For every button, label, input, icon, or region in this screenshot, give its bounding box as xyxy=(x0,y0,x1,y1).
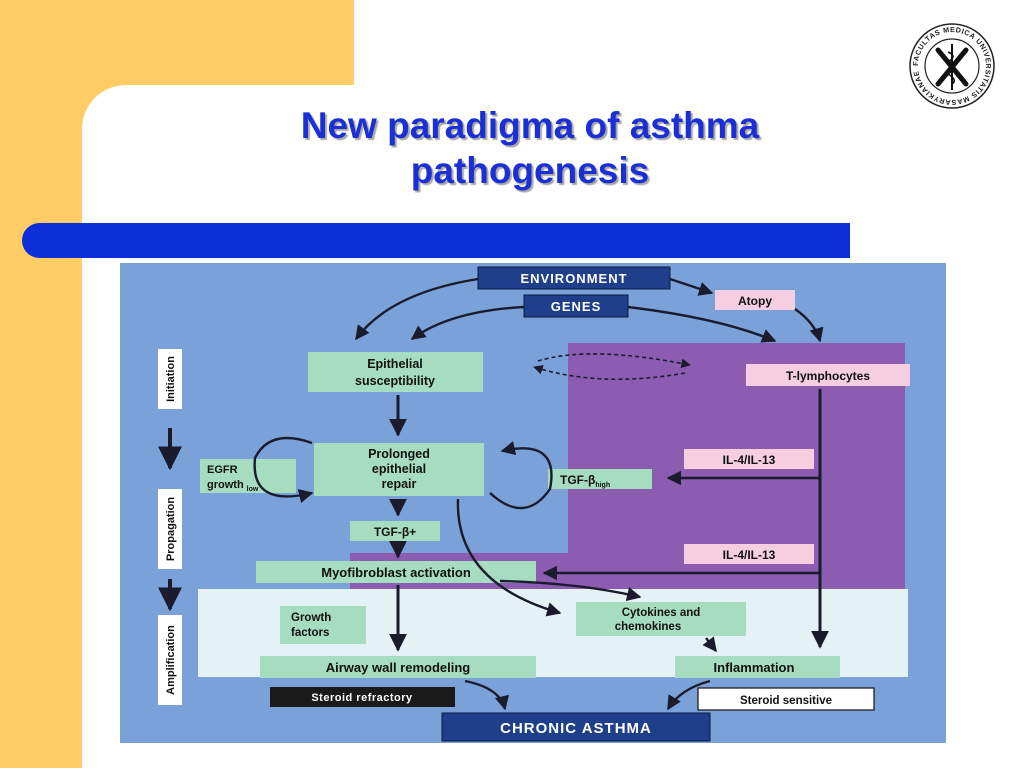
steroid-sensitive-box xyxy=(697,687,875,711)
environment-label: ENVIRONMENT xyxy=(520,271,627,286)
atopy-box xyxy=(715,290,795,310)
egfr-line-1: EGFR xyxy=(207,464,238,476)
myofibroblast-box xyxy=(256,561,536,583)
title-line-2: pathogenesis xyxy=(410,150,650,191)
chronic-asthma-box xyxy=(441,712,711,742)
stage-amplification-label: Amplification xyxy=(165,625,177,695)
genes-label: GENES xyxy=(551,299,602,314)
steroid-refractory-label: Steroid refractory xyxy=(311,692,413,704)
genes-box xyxy=(523,294,629,318)
pathogenesis-diagram: Initiation Propagation Amplification ENV… xyxy=(120,263,946,743)
tgf-high-box xyxy=(548,469,652,489)
myofibroblast-label: Myofibroblast activation xyxy=(321,565,471,580)
stage-propagation-label: Propagation xyxy=(165,497,177,561)
dashed-cycle-bottom xyxy=(533,365,686,381)
egfr-low-subscript: low xyxy=(247,486,259,493)
loop-egfr xyxy=(253,436,314,504)
atopy-label: Atopy xyxy=(738,294,772,308)
stage-initiation-label: Initiation xyxy=(165,356,177,402)
arrow-myofibroblast-to-cytokines xyxy=(499,579,642,602)
environment-box xyxy=(477,266,671,290)
arrow-prolonged-to-cytokines xyxy=(456,498,562,617)
prolonged-line-3: repair xyxy=(382,477,417,491)
steroid-refractory-box xyxy=(270,687,455,707)
title-underline-bar xyxy=(22,223,850,258)
tgf-high-text: TGF-β xyxy=(560,473,595,487)
growth-factors-box xyxy=(280,606,366,644)
arrow-genes-to-tlymph xyxy=(627,305,777,343)
egfr-growth: growth xyxy=(207,479,244,491)
arrow-atopy-to-tlymph xyxy=(794,308,824,343)
il-lower-box xyxy=(684,544,814,564)
arrow-genes-to-epithelial xyxy=(410,305,525,340)
tgf-plus-box xyxy=(350,521,440,541)
arrow-env-to-atopy xyxy=(669,277,714,296)
t-lymphocytes-label: T-lymphocytes xyxy=(786,369,870,383)
prolonged-line-2: epithelial xyxy=(372,462,426,476)
il-lower-label: IL-4/IL-13 xyxy=(723,548,776,562)
il-upper-box xyxy=(684,449,814,469)
cytokines-box xyxy=(576,602,746,636)
stage-amplification-box xyxy=(158,615,182,705)
arrow-cytokines-to-inflammation xyxy=(702,636,717,653)
growth-line-1: Growth xyxy=(291,612,331,624)
tgf-plus-label: TGF-β+ xyxy=(374,525,416,539)
cytokines-line-2: chemokines xyxy=(615,621,681,633)
steroid-sensitive-label: Steroid sensitive xyxy=(740,695,832,707)
remodeling-box xyxy=(260,656,536,678)
il-upper-label: IL-4/IL-13 xyxy=(723,453,776,467)
tgf-high-subscript: high xyxy=(595,482,610,489)
university-seal-logo: FACULTAS MEDICA UNIVERSITATIS MASARYKIAN… xyxy=(905,15,996,110)
slide-title: New paradigma of asthma pathogenesis xyxy=(220,103,840,193)
prolonged-repair-box xyxy=(314,443,484,496)
epithelial-line-1: Epithelial xyxy=(367,357,423,371)
tgf-high-label: TGF-βhigh xyxy=(560,473,610,489)
chronic-asthma-label: CHRONIC ASTHMA xyxy=(500,720,652,737)
inflammation-box xyxy=(675,656,840,678)
t-lymphocytes-box xyxy=(746,364,910,386)
stage-initiation-box xyxy=(158,349,182,409)
epithelial-line-2: susceptibility xyxy=(355,374,435,388)
arrow-inflammation-to-chronic xyxy=(666,679,711,711)
arrow-env-to-epithelial xyxy=(355,277,479,341)
epithelial-susceptibility-box xyxy=(308,352,483,392)
growth-line-2: factors xyxy=(291,627,329,639)
arrow-remodeling-to-chronic xyxy=(464,679,509,711)
prolonged-line-1: Prolonged xyxy=(368,447,430,461)
inflammation-label: Inflammation xyxy=(714,660,795,675)
stage-propagation-box xyxy=(158,489,182,569)
cytokines-line-1: Cytokines and xyxy=(622,607,701,619)
title-line-1: New paradigma of asthma xyxy=(300,105,760,146)
egfr-box xyxy=(200,459,296,493)
dashed-cycle-top xyxy=(537,353,691,369)
loop-tgf-high xyxy=(489,441,553,510)
remodeling-label: Airway wall remodeling xyxy=(326,660,471,675)
